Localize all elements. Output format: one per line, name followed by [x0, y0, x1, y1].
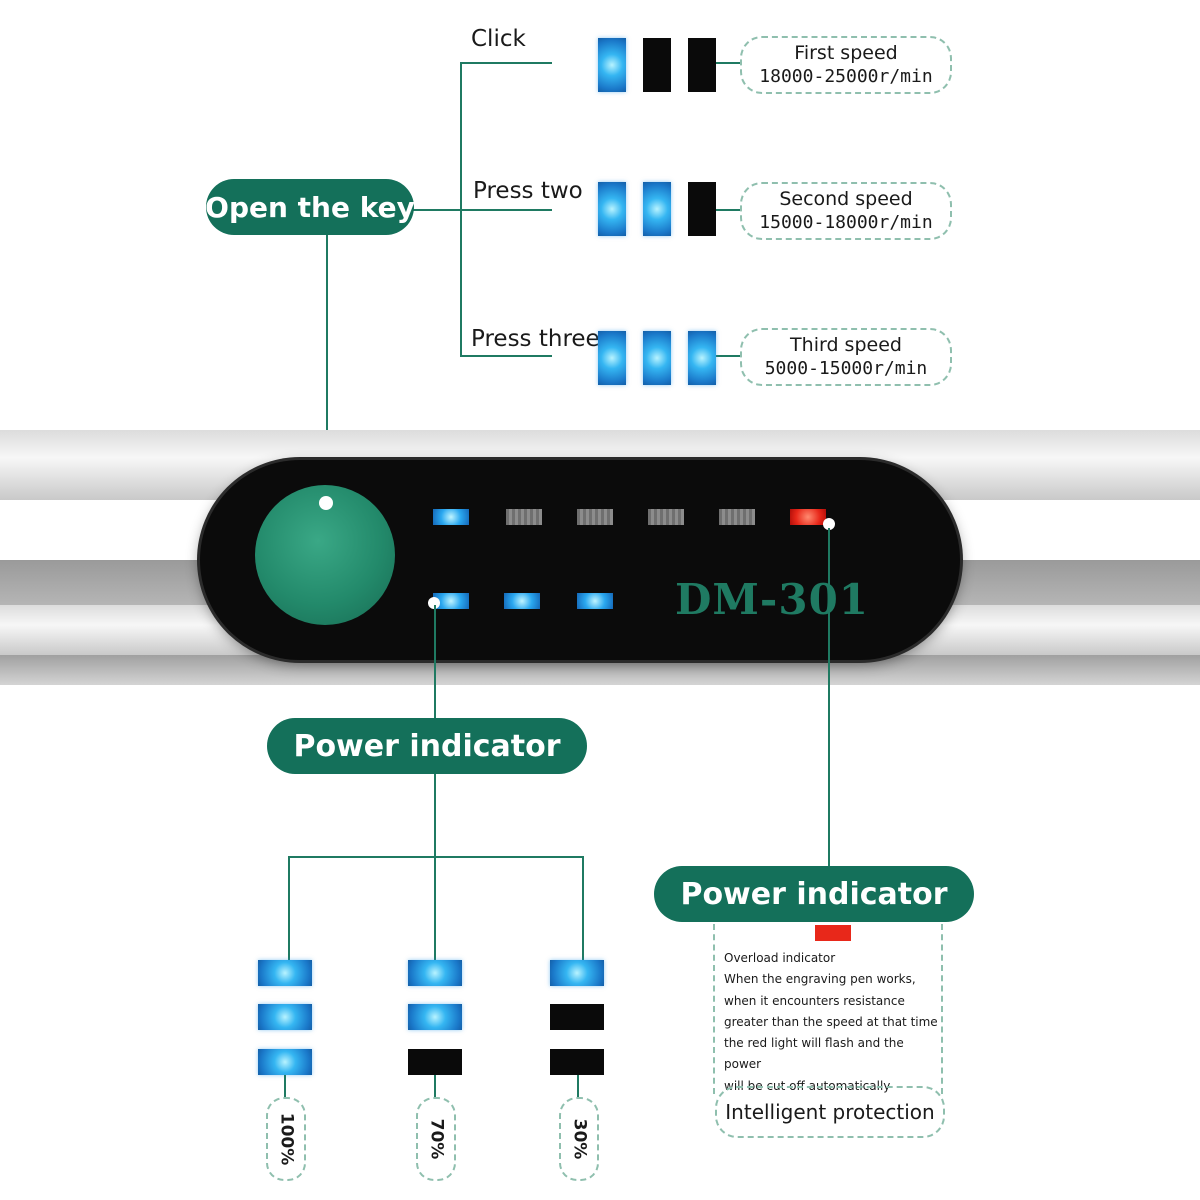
connector-power-30 [582, 856, 584, 960]
panel-led-speed-2 [506, 509, 542, 525]
panel-led-overload [790, 509, 826, 525]
speed-range: 5000-15000r/min [764, 358, 928, 379]
speed-led [688, 38, 716, 92]
speed-info-box: Third speed 5000-15000r/min [740, 328, 952, 386]
overload-led-sample [815, 925, 851, 941]
speed-info-box: Second speed 15000-18000r/min [740, 182, 952, 240]
panel-led-speed-3 [577, 509, 613, 525]
overload-heading: Overload indicator [724, 951, 836, 965]
speed-led [688, 182, 716, 236]
open-key-label: Open the key [205, 179, 415, 235]
speed-action-label: Press three [471, 326, 600, 352]
speed-range: 18000-25000r/min [759, 66, 933, 87]
panel-led-power-1 [648, 509, 684, 525]
power-level-badge: 100% [266, 1097, 306, 1181]
panel-led-power-c [577, 593, 613, 609]
power-led [550, 1004, 604, 1030]
device-rail [0, 655, 1200, 685]
speed-led [688, 331, 716, 385]
power-led [258, 960, 312, 986]
connector-power-v [434, 605, 436, 720]
model-name: DM-301 [675, 575, 870, 624]
overload-marker [823, 518, 835, 530]
power-led [258, 1049, 312, 1075]
connector-pct [577, 1075, 579, 1097]
power-level-text: 30% [569, 1118, 590, 1160]
power-level-text: 100% [276, 1112, 296, 1166]
connector-box-2 [716, 209, 740, 211]
power-led [408, 960, 462, 986]
power-led [258, 1004, 312, 1030]
power-led [408, 1004, 462, 1030]
overload-line: the red light will flash and the power [724, 1036, 904, 1072]
panel-led-power-a [433, 593, 469, 609]
connector-pct [284, 1075, 286, 1097]
overload-description: Overload indicator When the engraving pe… [724, 948, 944, 1097]
power-led [550, 960, 604, 986]
power-led [550, 1049, 604, 1075]
connector-speed-1 [460, 62, 552, 64]
connector-speed-2 [460, 209, 552, 211]
power-indicator-label: Power indicator [267, 718, 587, 774]
panel-led-power-b [504, 593, 540, 609]
speed-range: 15000-18000r/min [759, 212, 933, 233]
speed-led [643, 38, 671, 92]
speed-action-label: Click [471, 26, 526, 52]
power-level-badge: 30% [559, 1097, 599, 1181]
connector-power-100 [288, 856, 290, 960]
overload-line: when it encounters resistance [724, 993, 905, 1008]
open-key-marker [319, 496, 333, 510]
intelligent-protection-label: Intelligent protection [715, 1086, 945, 1138]
speed-name: Third speed [790, 334, 902, 356]
connector-open-key-v [326, 235, 328, 503]
connector-power-trunk [434, 774, 436, 960]
connector-power-h [288, 856, 584, 858]
overload-line: greater than the speed at that time [724, 1014, 938, 1029]
connector-box-1 [716, 62, 740, 64]
connector-box-3 [716, 355, 740, 357]
speed-led [598, 331, 626, 385]
connector-speed-3 [460, 355, 552, 357]
power-level-text: 70% [426, 1118, 447, 1160]
overload-line: will be cut off automatically [724, 1078, 891, 1093]
speed-name: First speed [794, 42, 898, 64]
speed-info-box: First speed 18000-25000r/min [740, 36, 952, 94]
overload-box-right [941, 924, 943, 1094]
power-marker [428, 597, 440, 609]
connector-open-key-h [412, 209, 462, 211]
panel-led-power-2 [719, 509, 755, 525]
speed-led [598, 182, 626, 236]
overload-box-left [713, 924, 715, 1094]
speed-led [643, 182, 671, 236]
connector-overload-v [828, 528, 830, 868]
panel-led-speed-1 [433, 509, 469, 525]
connector-pct [434, 1075, 436, 1097]
speed-action-label: Press two [473, 178, 583, 204]
speed-name: Second speed [779, 188, 913, 210]
power-led [408, 1049, 462, 1075]
overload-indicator-label: Power indicator [654, 866, 974, 922]
power-level-badge: 70% [416, 1097, 456, 1181]
overload-line: When the engraving pen works, [724, 972, 916, 987]
speed-led [598, 38, 626, 92]
speed-led [643, 331, 671, 385]
